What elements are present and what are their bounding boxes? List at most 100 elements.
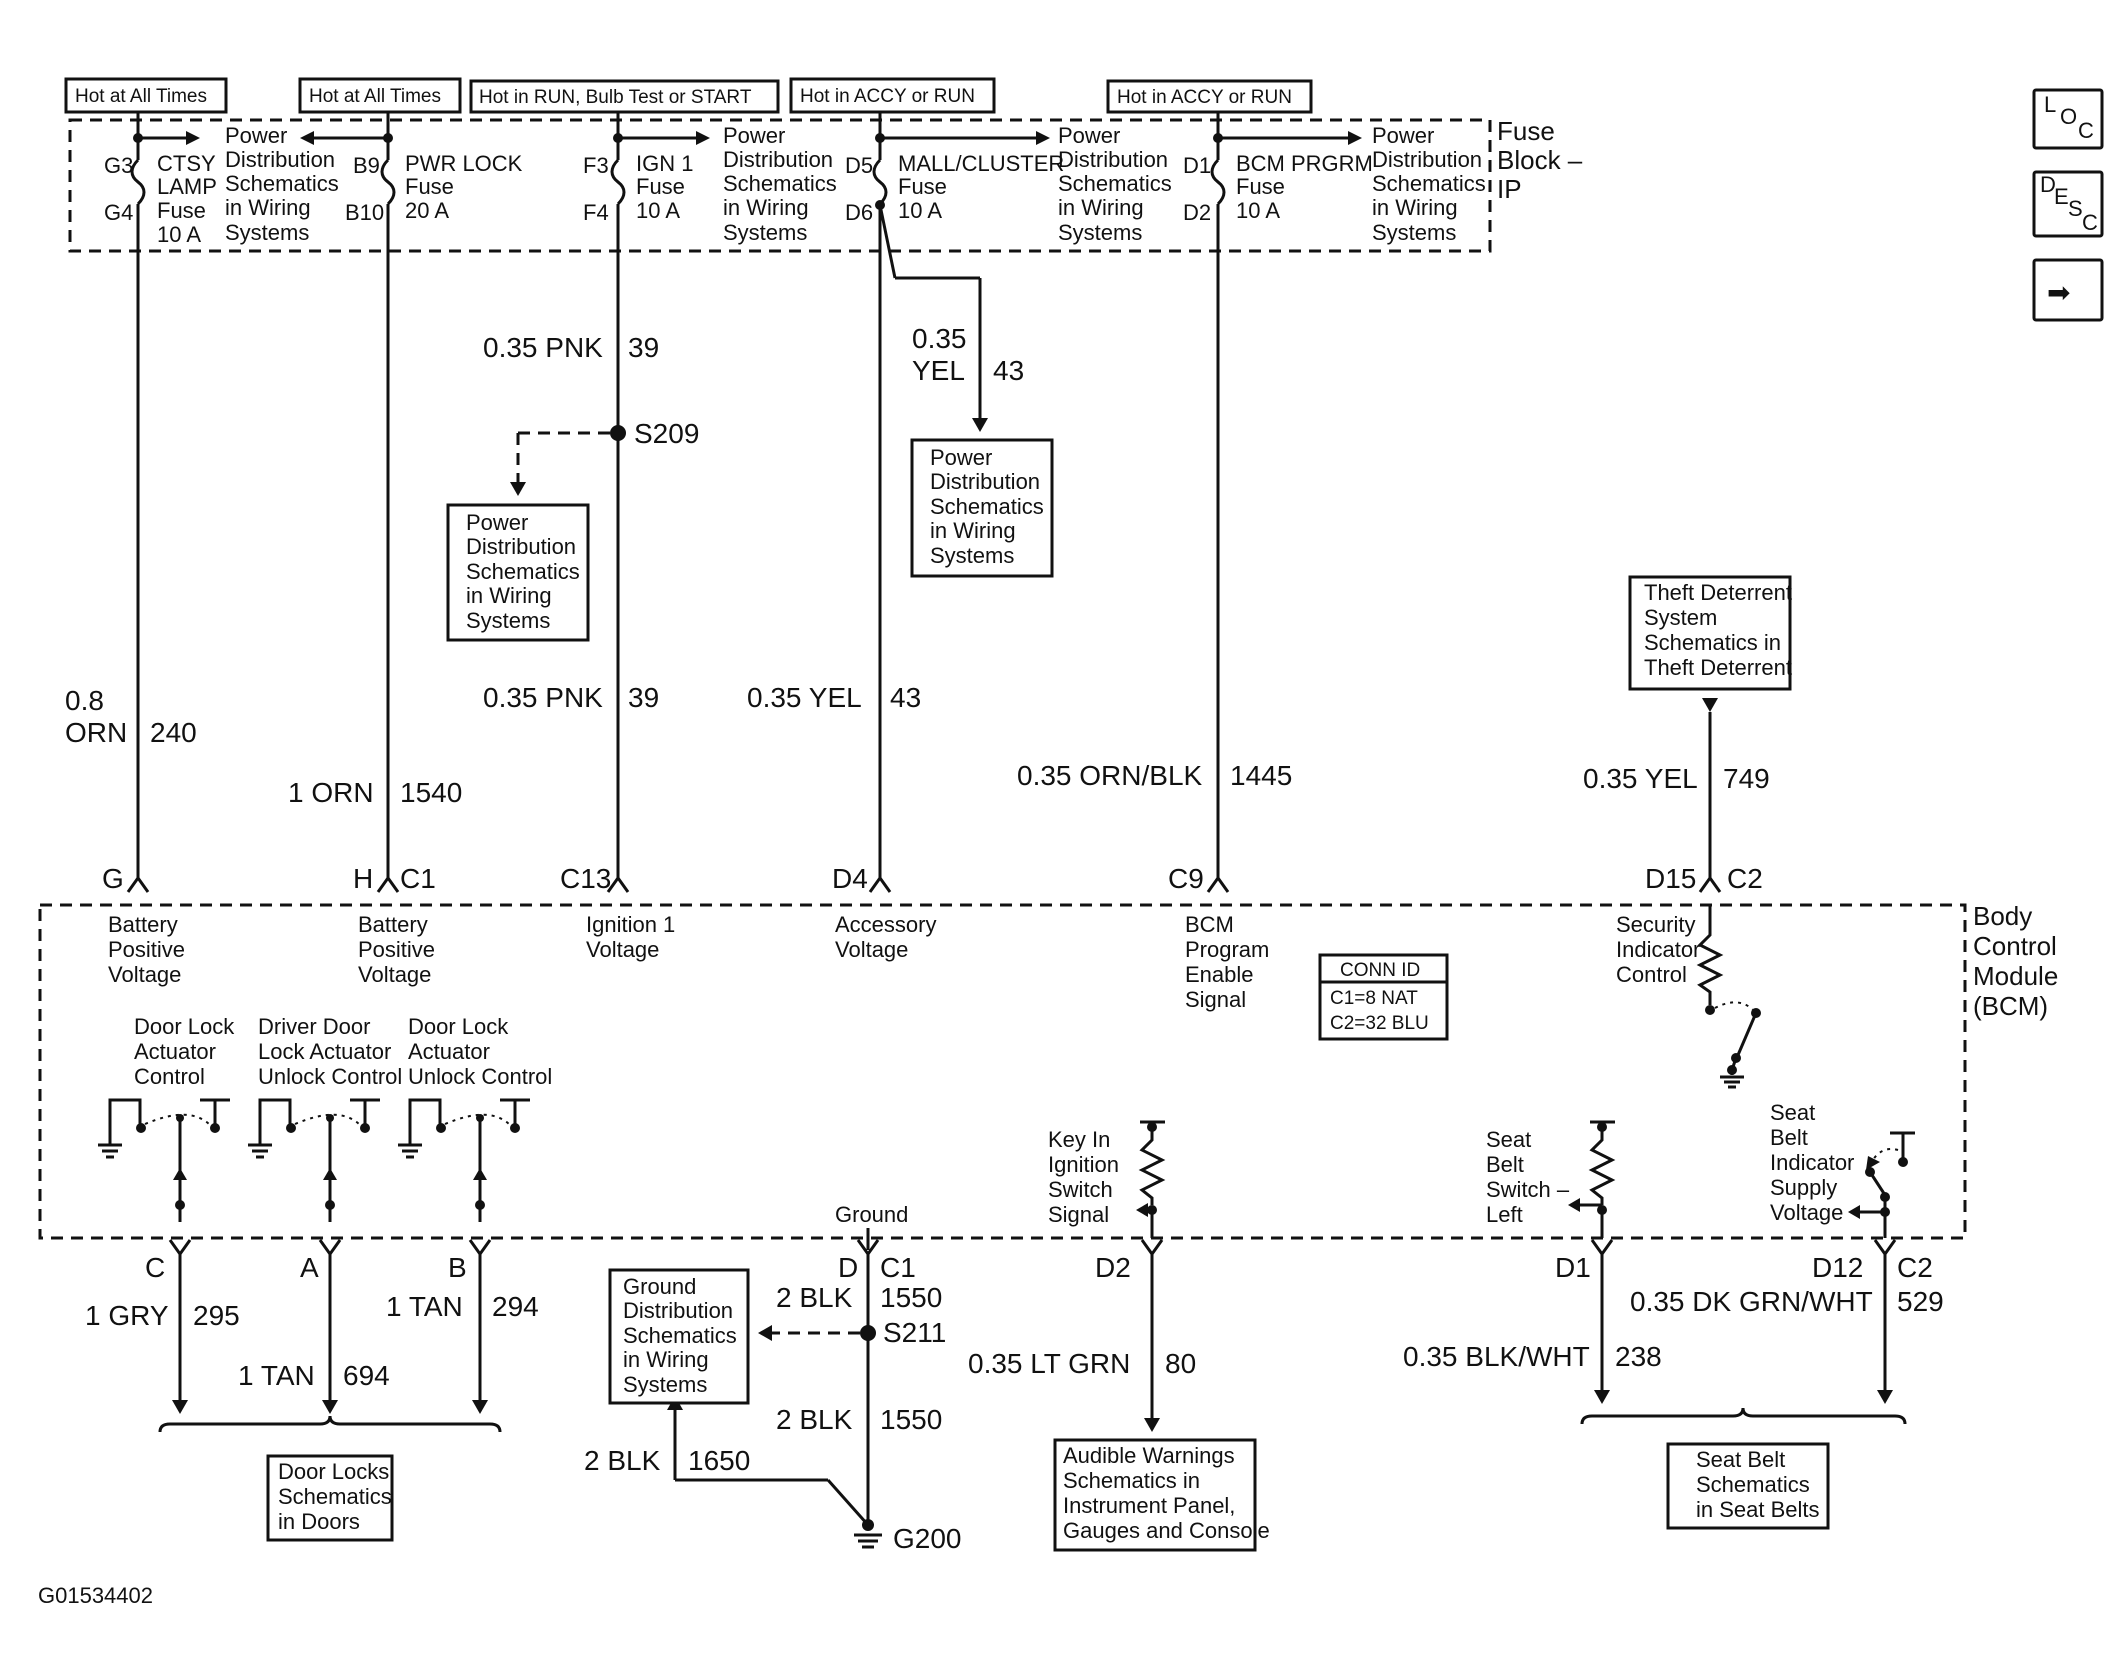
svg-text:Schematics: Schematics [278, 1484, 392, 1509]
svg-text:10 A: 10 A [898, 198, 942, 223]
svg-text:Gauges and Console: Gauges and Console [1063, 1518, 1270, 1543]
svg-text:0.35 PNK: 0.35 PNK [483, 682, 603, 713]
svg-text:Switch –: Switch – [1486, 1177, 1570, 1202]
svg-text:10 A: 10 A [636, 198, 680, 223]
svg-text:C2=32 BLU: C2=32 BLU [1330, 1013, 1429, 1034]
svg-text:Switch: Switch [1048, 1177, 1113, 1202]
power-dist-text-3: Power Distribution Schematics in Wiring … [1058, 123, 1172, 245]
svg-text:Schematics: Schematics [723, 171, 837, 196]
bottom-connector-chevrons [168, 1239, 1897, 1257]
svg-text:S: S [2068, 196, 2083, 221]
svg-text:Key In: Key In [1048, 1127, 1110, 1152]
hot-label-4: Hot in ACCY or RUN [789, 77, 996, 114]
svg-text:0.8: 0.8 [65, 685, 104, 716]
svg-text:Power: Power [466, 510, 528, 535]
bcm-bottom-pins: C A B D C1 D2 D1 D12 C2 [145, 1252, 1933, 1283]
fuse-names: CTSY LAMP Fuse 10 A PWR LOCK Fuse 20 A I… [157, 151, 1373, 247]
svg-text:Positive: Positive [108, 937, 185, 962]
svg-text:in Wiring: in Wiring [225, 195, 311, 220]
svg-text:YEL: YEL [912, 355, 965, 386]
svg-text:10 A: 10 A [1236, 198, 1280, 223]
svg-text:E: E [2054, 184, 2069, 209]
svg-text:D2: D2 [1183, 200, 1211, 225]
svg-text:0.35: 0.35 [912, 323, 967, 354]
svg-text:Door Locks: Door Locks [278, 1459, 389, 1484]
door-label-1: Door Lock Actuator Control [134, 1014, 235, 1089]
bcm-title: Body Control Module (BCM) [1973, 901, 2058, 1021]
svg-text:0.35 YEL: 0.35 YEL [1583, 763, 1698, 794]
svg-text:Fuse: Fuse [405, 174, 454, 199]
svg-text:in Wiring: in Wiring [1372, 195, 1458, 220]
svg-text:Distribution: Distribution [1372, 147, 1482, 172]
svg-text:System: System [1644, 605, 1717, 630]
top-connector-chevrons [126, 875, 1722, 893]
desc-button[interactable]: D E S C [2032, 170, 2104, 238]
svg-text:Signal: Signal [1048, 1202, 1109, 1227]
svg-text:Schematics: Schematics [1696, 1472, 1810, 1497]
arrow-right-icon: ➡ [2047, 277, 2070, 308]
mall-branch: 0.35 YEL 43 [875, 200, 1024, 432]
svg-text:Security: Security [1616, 912, 1695, 937]
wire-39-upper: 0.35 PNK 39 [483, 332, 659, 363]
svg-text:Supply: Supply [1770, 1175, 1837, 1200]
svg-text:Schematics: Schematics [1372, 171, 1486, 196]
door-relay-3 [398, 1098, 530, 1222]
key-in-switch: Key In Ignition Switch Signal [1048, 1120, 1166, 1238]
svg-text:80: 80 [1165, 1348, 1196, 1379]
svg-text:295: 295 [193, 1300, 240, 1331]
svg-text:Instrument Panel,: Instrument Panel, [1063, 1493, 1235, 1518]
audible-box: Audible Warnings Schematics in Instrumen… [1053, 1438, 1270, 1552]
svg-text:Hot in ACCY or RUN: Hot in ACCY or RUN [1117, 87, 1292, 108]
svg-text:D5: D5 [845, 153, 873, 178]
svg-text:0.35 DK GRN/WHT: 0.35 DK GRN/WHT [1630, 1286, 1873, 1317]
svg-text:Systems: Systems [225, 220, 309, 245]
wire-1650: 2 BLK 1650 [584, 1445, 750, 1476]
svg-text:IGN 1: IGN 1 [636, 151, 693, 176]
svg-text:BCM PRGRM: BCM PRGRM [1236, 151, 1373, 176]
svg-text:Fuse: Fuse [157, 198, 206, 223]
svg-text:1 GRY: 1 GRY [85, 1300, 169, 1331]
svg-text:C1: C1 [880, 1252, 916, 1283]
svg-text:Ignition: Ignition [1048, 1152, 1119, 1177]
svg-text:in Wiring: in Wiring [930, 518, 1016, 543]
svg-text:1550: 1550 [880, 1404, 942, 1435]
security-resistor [1696, 905, 1761, 1089]
svg-text:1540: 1540 [400, 777, 462, 808]
svg-text:Ground: Ground [835, 1202, 908, 1227]
loc-button[interactable]: L O C [2032, 88, 2104, 150]
door-label-3: Door Lock Actuator Unlock Control [408, 1014, 552, 1089]
svg-text:2 BLK: 2 BLK [776, 1404, 853, 1435]
wire-39-lower: 0.35 PNK 39 [483, 682, 659, 713]
svg-text:D: D [2040, 172, 2056, 197]
svg-text:G4: G4 [104, 200, 133, 225]
svg-text:Audible Warnings: Audible Warnings [1063, 1443, 1235, 1468]
label-ignition: Ignition 1 Voltage [586, 912, 675, 962]
svg-text:Program: Program [1185, 937, 1269, 962]
wire-749: 0.35 YEL 749 [1583, 763, 1770, 794]
seat-belt-box: Seat Belt Schematics in Seat Belts [1666, 1442, 1830, 1530]
seat-belt-indicator: Seat Belt Indicator Supply Voltage [1770, 1100, 1915, 1238]
svg-text:Body: Body [1973, 901, 2032, 931]
svg-text:C2: C2 [1897, 1252, 1933, 1283]
svg-text:S211: S211 [883, 1317, 946, 1348]
svg-text:A: A [300, 1252, 319, 1283]
bcm-top-pins: G H C1 C13 D4 C9 D15 C2 [102, 863, 1763, 894]
svg-text:Systems: Systems [1372, 220, 1456, 245]
next-arrow-button[interactable]: ➡ [2032, 258, 2104, 322]
svg-text:240: 240 [150, 717, 197, 748]
svg-text:S209: S209 [634, 418, 699, 449]
theft-deterrent-box: Theft Deterrent System Schematics in The… [1628, 575, 1792, 712]
door-output-wires [158, 1254, 502, 1433]
svg-text:1 TAN: 1 TAN [386, 1291, 463, 1322]
power-dist-text-2: Power Distribution Schematics in Wiring … [723, 123, 837, 245]
svg-text:Signal: Signal [1185, 987, 1246, 1012]
svg-text:Theft Deterrent: Theft Deterrent [1644, 580, 1792, 605]
svg-text:Battery: Battery [108, 912, 178, 937]
svg-text:Hot at All Times: Hot at All Times [309, 86, 441, 107]
hot-label-5: Hot in ACCY or RUN [1106, 79, 1313, 114]
fuse-symbols [130, 158, 1226, 206]
svg-text:C1: C1 [400, 863, 436, 894]
fuse-block-label: Fuse Block – IP [1497, 116, 1583, 204]
svg-text:ORN: ORN [65, 717, 127, 748]
